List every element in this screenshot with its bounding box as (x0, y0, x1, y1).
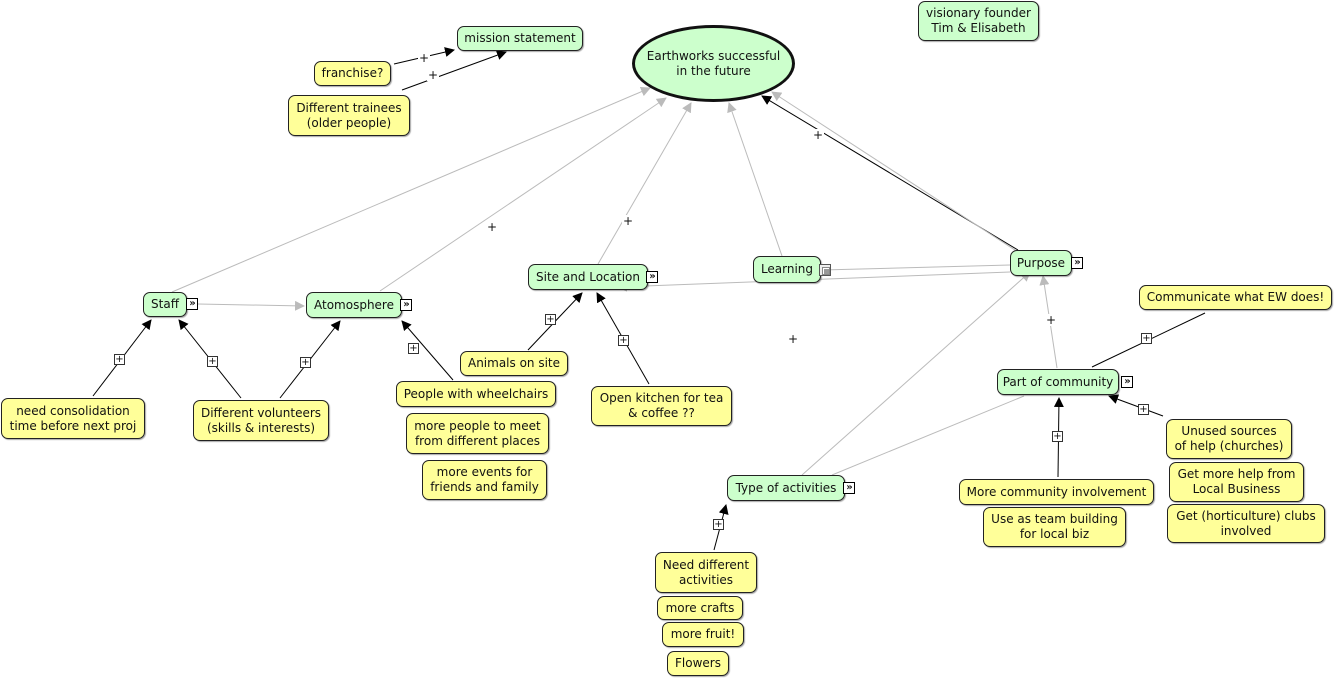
concept-more-crafts[interactable]: more crafts (657, 596, 743, 620)
concept-people-wheelchairs[interactable]: People with wheelchairs (396, 381, 556, 407)
link-atmosphere-goal (379, 97, 667, 292)
concept-more-community-involvement[interactable]: More community involvement (959, 479, 1154, 505)
expand-chevron-icon[interactable]: » (1121, 376, 1133, 388)
concept-mission-statement[interactable]: mission statement (457, 26, 583, 51)
concept-need-consolidation[interactable]: need consolidation time before next proj (1, 398, 145, 439)
boxed-plus-icon[interactable]: + (1138, 404, 1149, 415)
expand-chevron-icon[interactable]: » (186, 298, 198, 310)
concept-part-of-community[interactable]: Part of community (997, 369, 1119, 395)
boxed-plus-icon[interactable]: + (618, 335, 629, 346)
boxed-plus-icon[interactable]: + (207, 356, 218, 367)
concept-more-fruit[interactable]: more fruit! (662, 622, 744, 647)
link-site-goal (597, 102, 692, 265)
concept-learning[interactable]: Learning (753, 256, 821, 283)
concept-purpose[interactable]: Purpose (1010, 250, 1072, 276)
concept-different-volunteers[interactable]: Different volunteers (skills & interests… (193, 400, 329, 441)
expand-chevron-icon[interactable]: » (646, 271, 658, 283)
boxed-plus-icon[interactable]: + (300, 357, 311, 368)
concept-staff[interactable]: Staff (143, 292, 187, 317)
link-unused-community (1108, 394, 1164, 417)
concept-horticulture-clubs[interactable]: Get (horticulture) clubs involved (1167, 504, 1325, 543)
link-wheelchairs-atmosphere (401, 320, 454, 381)
link-plus-label: + (486, 220, 498, 234)
boxed-plus-icon[interactable]: + (1141, 333, 1152, 344)
link-staff-goal (171, 86, 651, 293)
concept-type-of-activities[interactable]: Type of activities (727, 475, 845, 501)
concept-more-help-business[interactable]: Get more help from Local Business (1169, 462, 1304, 502)
concept-different-trainees[interactable]: Different trainees (older people) (288, 95, 410, 136)
link-plus-label: + (812, 128, 824, 142)
concept-communicate-ew[interactable]: Communicate what EW does! (1139, 285, 1332, 310)
linked-cmap-icon[interactable] (819, 264, 831, 276)
link-activities-community (831, 395, 1025, 476)
expand-chevron-icon[interactable]: » (843, 482, 855, 494)
concept-atmosphere[interactable]: Atomosphere (306, 292, 402, 318)
link-activities-purpose (801, 271, 1031, 476)
link-plus-label: + (787, 332, 799, 346)
expand-chevron-icon[interactable]: » (1071, 257, 1083, 269)
link-learning-goal (727, 102, 783, 257)
concept-more-people[interactable]: more people to meet from different place… (406, 413, 549, 454)
link-staff-atmosphere (197, 300, 305, 311)
boxed-plus-icon[interactable]: + (114, 354, 125, 365)
concept-open-kitchen[interactable]: Open kitchen for tea & coffee ?? (591, 386, 732, 426)
concept-need-different-activities[interactable]: Need different activities (655, 552, 757, 593)
concept-site-location[interactable]: Site and Location (528, 264, 648, 290)
concept-animals-on-site[interactable]: Animals on site (460, 351, 568, 376)
expand-chevron-icon[interactable]: » (400, 299, 412, 311)
boxed-plus-icon[interactable]: + (545, 314, 556, 325)
concept-flowers[interactable]: Flowers (667, 651, 729, 676)
boxed-plus-icon[interactable]: + (408, 343, 419, 354)
concept-visionary-founder[interactable]: visionary founder Tim & Elisabeth (918, 1, 1039, 41)
concept-franchise[interactable]: franchise? (314, 61, 391, 86)
link-plus-label: + (1045, 313, 1057, 327)
boxed-plus-icon[interactable]: + (1052, 431, 1063, 442)
goal-node-earthworks-success[interactable]: Earthworks successful in the future (632, 25, 795, 102)
link-plus-label: + (418, 51, 430, 65)
boxed-plus-icon[interactable]: + (713, 519, 724, 530)
link-plus-label: + (622, 214, 634, 228)
concept-unused-sources[interactable]: Unused sources of help (churches) (1166, 419, 1292, 459)
concept-team-building[interactable]: Use as team building for local biz (983, 507, 1126, 547)
link-purpose-learning (821, 264, 1011, 275)
link-plus-label: + (427, 68, 439, 82)
link-trainees-mission (401, 50, 507, 91)
link-purpose-goal-gray (771, 91, 1019, 253)
concept-more-events[interactable]: more events for friends and family (422, 460, 547, 500)
